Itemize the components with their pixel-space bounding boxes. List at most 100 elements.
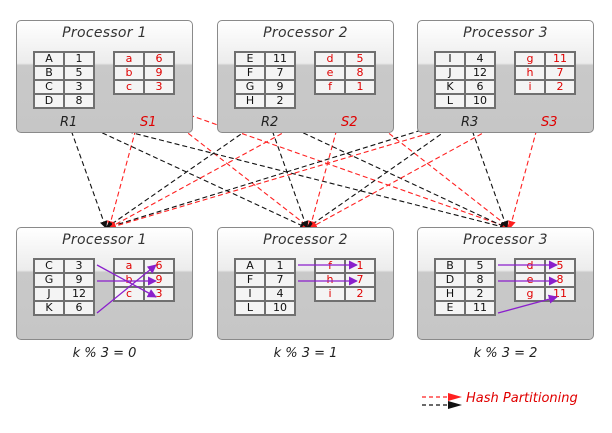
- value-cell: 5: [344, 51, 376, 67]
- value-cell: 1: [63, 51, 95, 67]
- value-cell: 8: [63, 93, 95, 109]
- value-cell: 1: [344, 258, 376, 274]
- key-cell: I: [434, 51, 466, 67]
- value-cell: 2: [464, 286, 496, 302]
- value-cell: 3: [63, 79, 95, 95]
- key-cell: J: [33, 286, 65, 302]
- key-cell: A: [234, 258, 266, 274]
- key-cell: i: [514, 79, 546, 95]
- key-cell: C: [33, 258, 65, 274]
- value-cell: 9: [143, 65, 175, 81]
- key-cell: a: [113, 51, 145, 67]
- legend-arrows-icon: [422, 393, 462, 409]
- key-cell: f: [314, 258, 346, 274]
- processor-title: Processor 2: [263, 25, 348, 41]
- value-cell: 1: [344, 79, 376, 95]
- value-cell: 2: [544, 79, 576, 95]
- processor-title: Processor 3: [463, 25, 548, 41]
- key-cell: A: [33, 51, 65, 67]
- value-cell: 4: [464, 51, 496, 67]
- key-cell: H: [434, 286, 466, 302]
- r-label: R2: [261, 115, 279, 130]
- value-cell: 8: [344, 65, 376, 81]
- value-cell: 11: [464, 300, 496, 316]
- key-cell: E: [434, 300, 466, 316]
- key-cell: G: [234, 79, 266, 95]
- value-cell: 7: [264, 65, 296, 81]
- key-cell: F: [234, 272, 266, 288]
- processor-title: Processor 1: [62, 25, 147, 41]
- key-cell: D: [434, 272, 466, 288]
- key-cell: b: [113, 65, 145, 81]
- partition-condition: k % 3 = 0: [72, 346, 137, 361]
- key-cell: e: [314, 65, 346, 81]
- value-cell: 5: [544, 258, 576, 274]
- key-cell: d: [514, 258, 546, 274]
- key-cell: G: [33, 272, 65, 288]
- value-cell: 3: [63, 258, 95, 274]
- key-cell: b: [113, 272, 145, 288]
- value-cell: 5: [63, 65, 95, 81]
- key-cell: L: [234, 300, 266, 316]
- r-label: R3: [461, 115, 479, 130]
- legend-label: Hash Partitioning: [466, 391, 578, 406]
- key-cell: f: [314, 79, 346, 95]
- key-cell: h: [314, 272, 346, 288]
- value-cell: 11: [544, 51, 576, 67]
- key-cell: D: [33, 93, 65, 109]
- value-cell: 2: [344, 286, 376, 302]
- processor-title: Processor 2: [263, 232, 348, 248]
- processor-title: Processor 1: [62, 232, 147, 248]
- value-cell: 9: [143, 272, 175, 288]
- value-cell: 4: [264, 286, 296, 302]
- key-cell: c: [113, 286, 145, 302]
- partition-condition: k % 3 = 2: [473, 346, 538, 361]
- value-cell: 3: [143, 79, 175, 95]
- value-cell: 8: [544, 272, 576, 288]
- s-label: S2: [341, 115, 358, 130]
- value-cell: 1: [264, 258, 296, 274]
- key-cell: d: [314, 51, 346, 67]
- key-cell: L: [434, 93, 466, 109]
- value-cell: 6: [464, 79, 496, 95]
- value-cell: 3: [143, 286, 175, 302]
- value-cell: 6: [143, 258, 175, 274]
- key-cell: c: [113, 79, 145, 95]
